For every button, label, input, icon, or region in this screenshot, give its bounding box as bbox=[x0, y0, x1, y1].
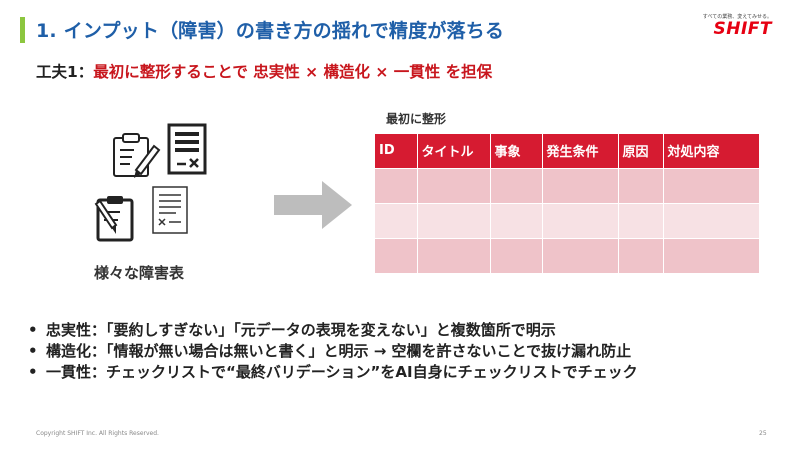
normalized-table: ID タイトル 事象 発生条件 原因 対処内容 bbox=[375, 134, 759, 273]
document-x-icon bbox=[167, 123, 207, 175]
table-cell bbox=[490, 237, 543, 273]
table-cell bbox=[663, 167, 759, 203]
table-row bbox=[375, 167, 759, 203]
bullet-fidelity: 忠実性：「要約しすぎない」「元データの表現を変えない」と複数箇所で明示 bbox=[26, 320, 638, 341]
table-cell bbox=[542, 167, 619, 203]
table-header-cell: ID bbox=[375, 134, 418, 168]
slide-title: 1. インプット（障害）の書き方の揺れで精度が落ちる bbox=[36, 20, 505, 42]
logo-wordmark: SHIFT bbox=[713, 19, 772, 39]
table-cell bbox=[375, 237, 418, 273]
table-cell bbox=[417, 202, 491, 238]
table-cell bbox=[542, 202, 619, 238]
table-cell bbox=[663, 202, 759, 238]
shift-logo: すべての業務、変えてみせる。 SHIFT bbox=[692, 13, 772, 38]
table-row bbox=[375, 202, 759, 238]
table-header-cell: 事象 bbox=[490, 134, 543, 168]
incident-tables-caption: 様々な障害表 bbox=[94, 264, 185, 282]
slide-subtitle: 工夫1：最初に整形することで 忠実性 × 構造化 × 一貫性 を担保 bbox=[36, 60, 492, 82]
clipboard-pen-icon bbox=[113, 133, 161, 178]
table-cell bbox=[417, 237, 491, 273]
table-cell bbox=[417, 167, 491, 203]
document-icons-group bbox=[94, 123, 207, 242]
table-header-row: ID タイトル 事象 発生条件 原因 対処内容 bbox=[375, 134, 759, 168]
table-cell bbox=[375, 167, 418, 203]
table-cell bbox=[618, 202, 664, 238]
table-header-cell: 原因 bbox=[618, 134, 664, 168]
bullet-consistency: 一貫性：チェックリストで“最終バリデーション”をAI自身にチェックリストでチェッ… bbox=[26, 362, 638, 383]
right-arrow-icon bbox=[274, 181, 352, 229]
table-cell bbox=[618, 237, 664, 273]
table-cell bbox=[663, 237, 759, 273]
copyright-text: Copyright SHIFT Inc. All Rights Reserved… bbox=[36, 430, 159, 437]
table-cell bbox=[375, 202, 418, 238]
logo-tagline: すべての業務、変えてみせる。 bbox=[702, 14, 772, 20]
table-cell bbox=[490, 167, 543, 203]
bullet-list: 忠実性：「要約しすぎない」「元データの表現を変えない」と複数箇所で明示 構造化：… bbox=[26, 320, 638, 383]
table-row bbox=[375, 237, 759, 273]
bullet-structure: 構造化：「情報が無い場合は無いと書く」と明示 → 空欄を許さないことで抜け漏れ防… bbox=[26, 341, 638, 362]
table-header-cell: タイトル bbox=[417, 134, 491, 168]
title-accent-bar bbox=[20, 17, 25, 43]
clipboard-pen-icon bbox=[94, 196, 134, 242]
page-number: 25 bbox=[759, 430, 767, 437]
table-header-cell: 対処内容 bbox=[663, 134, 759, 168]
checklist-document-icon bbox=[152, 186, 188, 234]
table-cell bbox=[618, 167, 664, 203]
table-cell bbox=[542, 237, 619, 273]
table-header-cell: 発生条件 bbox=[542, 134, 619, 168]
table-caption: 最初に整形 bbox=[386, 112, 447, 126]
table-cell bbox=[490, 202, 543, 238]
subtitle-prefix: 工夫1： bbox=[36, 63, 94, 81]
subtitle-main: 最初に整形することで 忠実性 × 構造化 × 一貫性 を担保 bbox=[93, 63, 493, 81]
